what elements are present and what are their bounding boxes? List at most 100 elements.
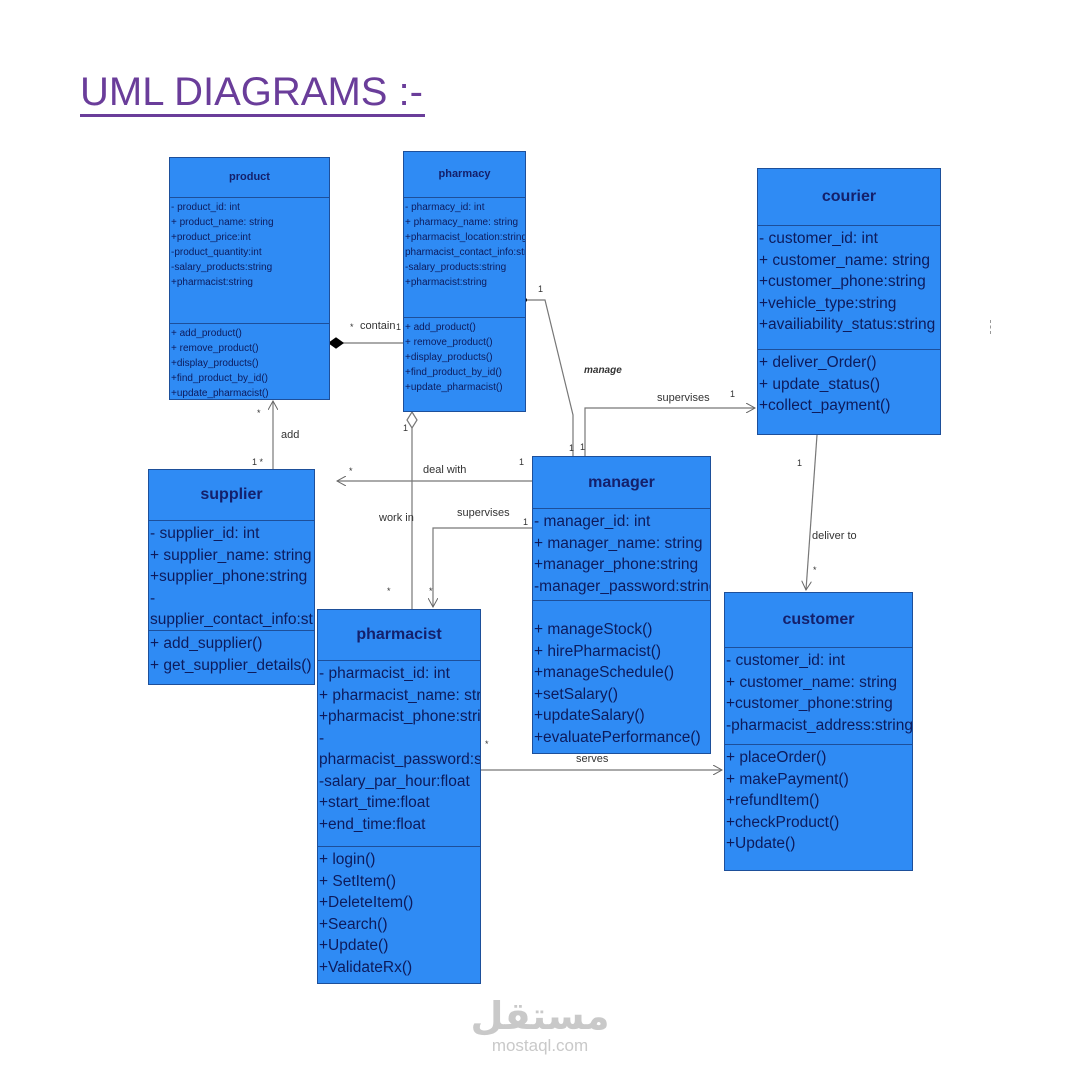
class-name: product <box>170 158 329 198</box>
serves-from-mult: * <box>485 739 489 749</box>
attribute: + pharmacist_name: string <box>319 686 481 704</box>
deliver-to-label: deliver to <box>812 530 857 542</box>
method: + SetItem() <box>319 872 397 890</box>
method: +evaluatePerformance() <box>534 728 701 746</box>
method: +setSalary() <box>534 685 618 703</box>
class-name: courier <box>758 169 940 226</box>
method: +Search() <box>319 915 388 933</box>
method: +manageSchedule() <box>534 664 675 681</box>
attribute: - <box>319 729 325 747</box>
attribute: - <box>150 589 156 607</box>
supervises-pharmacist-line <box>433 527 532 607</box>
class-pharmacy: pharmacy- pharmacy_id: int+ pharmacy_nam… <box>403 151 526 412</box>
method: + add_product() <box>171 328 242 339</box>
attribute: +pharmacist:string <box>171 277 253 288</box>
serves-label: serves <box>576 753 609 765</box>
attribute: - customer_id: int <box>759 230 878 247</box>
class-name: supplier <box>149 470 314 521</box>
attributes-section: - pharmacist_id: int + pharmacist_name: s… <box>318 661 480 847</box>
method: +Update() <box>319 937 389 954</box>
deliver-to-to-mult: * <box>813 565 817 575</box>
attribute: - supplier_id: int <box>150 525 260 542</box>
work-in-top-mult: 1 <box>403 423 409 433</box>
attributes-section: - pharmacy_id: int+ pharmacy_name: strin… <box>404 198 525 318</box>
attribute: +end_time:float <box>319 815 426 833</box>
attribute: - product_id: int <box>171 202 240 213</box>
methods-section: + placeOrder()+ makePayment()+refundItem… <box>725 745 912 857</box>
work-in-bottom-mult: * <box>387 586 391 596</box>
attribute: -product_quantity:int <box>171 247 262 258</box>
method: +DeleteItem() <box>319 894 414 911</box>
attribute: +start_time:float <box>319 794 430 811</box>
class-courier: courier - customer_id: int + customer_name… <box>757 168 941 435</box>
class-name: pharmacist <box>318 610 480 661</box>
attributes-section: - product_id: int + product_name: string +… <box>170 198 329 324</box>
attribute: + supplier_name: string <box>150 546 312 564</box>
class-pharmacist: pharmacist - pharmacist_id: int + pharmaci… <box>317 609 481 984</box>
attributes-section: - customer_id: int + customer_name: strin… <box>758 226 940 350</box>
class-manager: manager- manager_id: int+ manager_name: … <box>532 456 711 754</box>
attribute: +product_price:int <box>171 232 251 243</box>
attribute: -salary_products:string <box>171 262 273 273</box>
method: + placeOrder() <box>726 749 827 766</box>
attribute: +customer_phone:string <box>759 273 926 290</box>
attribute: +vehicle_type:string <box>759 294 897 312</box>
attribute: +pharmacist:string <box>405 277 487 288</box>
watermark-latin: mostaql.com <box>491 1036 589 1055</box>
attribute: + pharmacy_name: string <box>405 217 519 228</box>
class-product: product - product_id: int + product_name: … <box>169 157 330 400</box>
page-title: UML DIAGRAMS :- <box>80 70 425 117</box>
attribute: - pharmacist_id: int <box>319 665 450 682</box>
watermark-logo: مستقل mostaql.com <box>470 995 610 1055</box>
methods-section: + login() + SetItem() +DeleteItem() +Search… <box>318 847 480 980</box>
methods-section: + deliver_Order()+ update_status()+colle… <box>758 350 940 419</box>
method: + get_supplier_details() <box>150 656 312 674</box>
attribute: -salary_products:string <box>405 262 507 273</box>
deal-with-right-mult: 1 <box>519 457 525 467</box>
supervises-courier-to-mult: 1 <box>730 389 736 399</box>
contain-from-mult: * <box>350 322 354 332</box>
attribute: +pharmacist_phone:string <box>319 708 481 725</box>
supervises-pharmacist-label: supervises <box>457 507 510 519</box>
attribute: + product_name: string <box>171 217 274 228</box>
method: +display_products() <box>171 358 259 369</box>
aggregation-diamond <box>406 410 418 430</box>
attribute: +manager_phone:string <box>534 556 699 573</box>
method: +updateSalary() <box>534 707 645 724</box>
attribute: -manager_password:string <box>534 577 711 595</box>
supervises-courier-line <box>584 408 755 456</box>
work-in-label: work in <box>379 512 414 524</box>
method: + login() <box>319 851 376 868</box>
manage-top-mult: 1 <box>538 284 544 294</box>
attribute: + customer_name: string <box>759 251 931 269</box>
method: + add_supplier() <box>150 635 263 652</box>
method: +checkProduct() <box>726 813 840 831</box>
class-name: customer <box>725 593 912 648</box>
methods-section: + add_product()+ remove_product()+displa… <box>404 318 525 397</box>
attributes-section: - manager_id: int+ manager_name: string+… <box>533 509 710 601</box>
supervises-courier-label: supervises <box>657 392 710 404</box>
manage-label: manage <box>584 365 622 376</box>
method: + manageStock() <box>534 621 653 638</box>
method: +find_product_by_id() <box>405 367 503 378</box>
class-name: pharmacy <box>404 152 525 198</box>
add-bottom-mult: 1 * <box>252 457 264 467</box>
contain-to-mult: 1 <box>396 322 402 332</box>
attribute: +pharmacist_location:string <box>405 232 526 243</box>
manage-line <box>525 299 574 456</box>
method: +display_products() <box>405 352 493 363</box>
manage-bottom-mult: 1 <box>569 443 575 453</box>
supervises-pharmacist-to-mult: * <box>429 586 433 596</box>
class-name: manager <box>533 457 710 509</box>
attribute: - customer_id: int <box>726 652 845 669</box>
attribute: - manager_id: int <box>534 513 651 530</box>
method: + remove_product() <box>171 343 259 354</box>
method: + remove_product() <box>405 337 493 348</box>
attribute: +supplier_phone:string <box>150 568 308 585</box>
attribute: +customer_phone:string <box>726 695 893 712</box>
attribute: pharmacist_password:string <box>319 751 480 768</box>
methods-section: + add_product() + remove_product() +displa… <box>170 324 329 399</box>
method: +update_pharmacist() <box>171 388 269 399</box>
divider <box>990 320 992 334</box>
